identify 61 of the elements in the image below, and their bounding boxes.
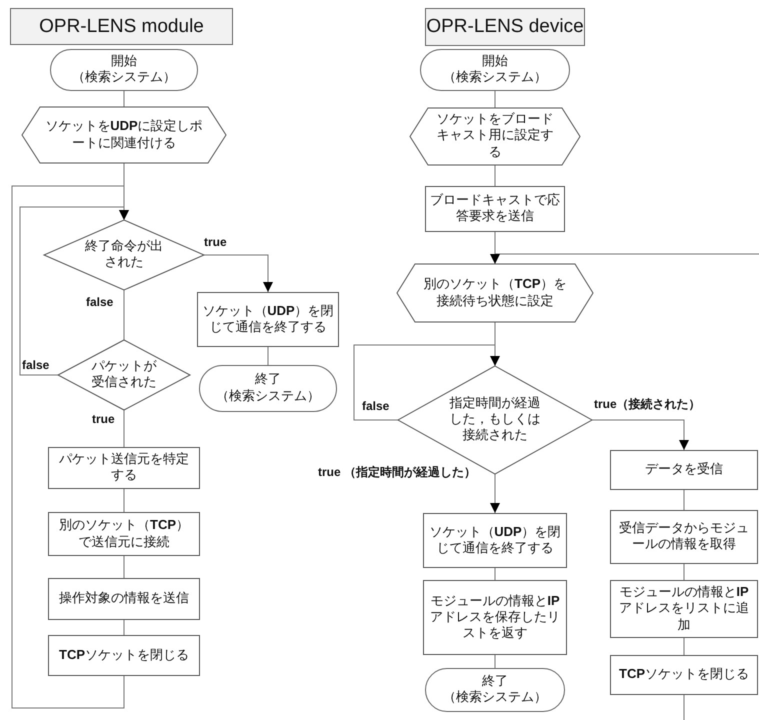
process-box bbox=[610, 450, 758, 490]
node-text: 指定時間が経過した，もしくは接続された bbox=[448, 396, 542, 444]
node-text: ソケット（UDP）を閉じて通信を終了する bbox=[202, 302, 334, 336]
node-text: 終了 bbox=[482, 674, 508, 690]
node-text: パケット送信元を特定する bbox=[58, 452, 190, 484]
node-text: （検索システム） bbox=[443, 70, 547, 86]
preparation-hexagon bbox=[410, 108, 580, 165]
node-text: 操作対象の情報を送信 bbox=[59, 590, 189, 608]
terminal-shape bbox=[199, 365, 337, 412]
process-box bbox=[610, 580, 758, 638]
node-text: 終了命令が出された bbox=[84, 238, 164, 272]
process-box bbox=[610, 510, 758, 564]
preparation-hexagon bbox=[397, 264, 593, 322]
header-box bbox=[425, 8, 585, 46]
process-box bbox=[48, 512, 200, 556]
node-text: TCPソケットを閉じる bbox=[59, 646, 189, 664]
node-text: （検索システム） bbox=[216, 388, 320, 405]
node-text: 開始 bbox=[482, 54, 508, 70]
node-text: TCPソケットを閉じる bbox=[619, 666, 749, 684]
node-text: （検索システム） bbox=[443, 690, 547, 706]
node-text: 別のソケット（TCP）で送信元に接続 bbox=[58, 517, 190, 551]
node-text: ソケットをブロードキャスト用に設定する bbox=[436, 112, 554, 161]
process-box bbox=[423, 513, 567, 568]
terminal-shape bbox=[50, 49, 198, 91]
node-text: ブロードキャストで応答要求を送信 bbox=[430, 192, 560, 226]
node-text: 受信データからモジュールの情報を取得 bbox=[618, 520, 750, 554]
node-text: 開始 bbox=[111, 54, 137, 70]
process-box bbox=[48, 635, 200, 676]
process-box bbox=[48, 578, 200, 620]
connector-line bbox=[494, 654, 496, 668]
arrow bbox=[204, 254, 273, 292]
arrow bbox=[354, 344, 500, 420]
process-box bbox=[610, 655, 758, 695]
connector-line bbox=[494, 90, 496, 108]
node-text: 別のソケット（TCP）を接続待ち状態に設定 bbox=[422, 276, 568, 310]
process-box bbox=[48, 447, 200, 489]
process-box bbox=[425, 186, 565, 232]
decision-diamond bbox=[58, 340, 190, 410]
arrow bbox=[490, 254, 759, 264]
arrow bbox=[490, 474, 500, 514]
node-text: モジュールの情報とIPアドレスをリストに追加 bbox=[618, 584, 750, 634]
node-text: モジュールの情報とIPアドレスを保存したリストを返す bbox=[429, 592, 561, 642]
node-text: ソケット（UDP）を閉じて通信を終了する bbox=[428, 524, 562, 558]
header-box bbox=[10, 8, 233, 45]
node-text: ソケットをUDPに設定しポートに関連付ける bbox=[44, 118, 204, 152]
process-box bbox=[423, 580, 567, 655]
node-text: OPR-LENS device bbox=[426, 15, 584, 39]
process-box bbox=[197, 292, 339, 347]
terminal-shape bbox=[425, 668, 565, 712]
connector-line bbox=[494, 164, 496, 186]
node-text: 終了 bbox=[255, 372, 281, 388]
terminal-shape bbox=[420, 49, 570, 91]
arrow bbox=[592, 420, 689, 450]
node-text: （検索システム） bbox=[72, 70, 176, 86]
node-text: パケットが受信された bbox=[90, 358, 158, 392]
arrow bbox=[20, 206, 129, 376]
connector-line bbox=[494, 568, 496, 580]
preparation-hexagon bbox=[22, 107, 226, 163]
decision-diamond bbox=[44, 220, 204, 290]
node-text: OPR-LENS module bbox=[39, 14, 204, 38]
node-text: データを受信 bbox=[645, 462, 723, 478]
